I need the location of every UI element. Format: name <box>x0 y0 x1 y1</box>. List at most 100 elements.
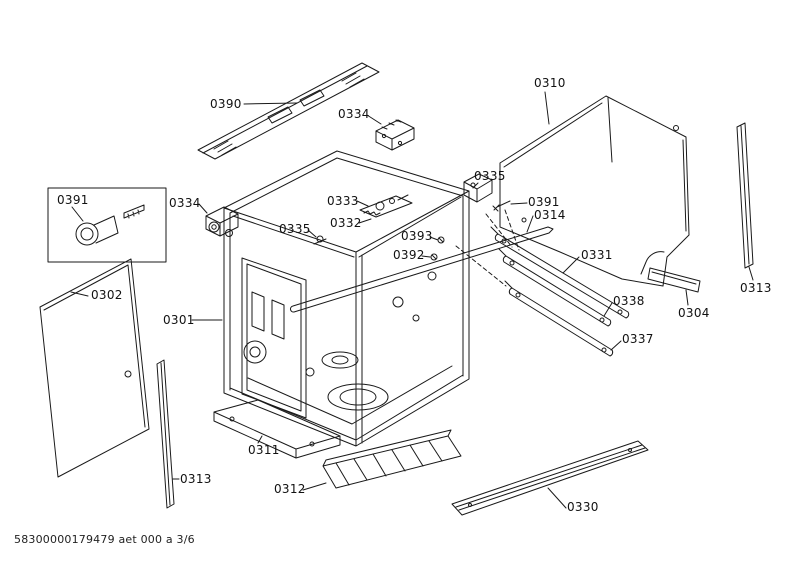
part-label-0391-right: 0391 <box>528 195 560 209</box>
part-label-0337: 0337 <box>622 332 654 346</box>
rail-end-hole <box>617 309 623 315</box>
part-0331-rail <box>494 233 630 319</box>
part-0302-outline <box>39 258 150 478</box>
part-0392-slot <box>431 254 437 260</box>
part-0330-drawing <box>451 440 649 516</box>
part-0334-top-hole <box>381 133 387 139</box>
part-label-0393: 0393 <box>401 229 433 243</box>
rail-end-hole <box>501 238 507 244</box>
part-label-0334-top: 0334 <box>338 107 370 121</box>
valve-screw <box>123 204 145 219</box>
part-0311-foot <box>229 416 235 422</box>
part-label-0330: 0330 <box>567 500 599 514</box>
tub-sump-outer <box>327 383 389 411</box>
valve-body-inner <box>80 227 94 241</box>
bushing-inner <box>211 224 217 230</box>
document-number: 58300000179479 aet 000 a 3/6 <box>14 533 195 546</box>
mechanism-hole <box>389 198 395 204</box>
tub-spray-mount-inner <box>331 355 349 365</box>
clip-hole <box>316 235 324 243</box>
part-0304-drawing <box>647 267 701 293</box>
part-0390-slots <box>267 89 325 124</box>
tub-floor-edge <box>247 365 453 425</box>
assembly-guide-dashes <box>455 209 520 287</box>
leader-lines <box>70 91 754 509</box>
tub-hole <box>427 271 437 281</box>
tub-spray-mount-outer <box>321 351 359 369</box>
part-label-0310: 0310 <box>534 76 566 90</box>
part-0313-right-outline <box>736 122 754 269</box>
part-label-0333: 0333 <box>327 194 359 208</box>
part-label-0391-inset: 0391 <box>57 193 89 207</box>
part-label-0338: 0338 <box>613 294 645 308</box>
part-0330-hole <box>468 503 472 507</box>
part-0330-hole <box>628 448 632 452</box>
tub-hole <box>412 314 420 322</box>
part-label-0311: 0311 <box>248 443 280 457</box>
part-0301-drawing <box>241 257 307 419</box>
part-0313-left-outline <box>156 359 175 509</box>
tub-hole <box>305 367 315 377</box>
part-label-0301: 0301 <box>163 313 195 327</box>
rail-end-hole <box>515 292 521 298</box>
rail-end-hole <box>599 317 605 323</box>
part-0392-screw <box>430 253 438 261</box>
part-label-0332: 0332 <box>330 216 362 230</box>
part-0301-drain-hole-inner <box>249 346 261 358</box>
part-0311-foot <box>309 441 315 447</box>
part-0302-drawing <box>39 258 150 478</box>
part-0333-0332-drawing <box>359 194 413 218</box>
part-0313-right-drawing <box>736 122 754 269</box>
part-label-0304: 0304 <box>678 306 710 320</box>
mechanism-plate <box>359 194 413 218</box>
part-0313-left-drawing <box>156 359 175 509</box>
tub-sump-inner <box>339 388 377 406</box>
part-label-0312: 0312 <box>274 482 306 496</box>
rail-hooks <box>490 226 513 289</box>
part-0314-drawing <box>289 226 554 313</box>
mechanism-hole <box>375 201 385 211</box>
part-0334-top-hole <box>397 140 403 146</box>
part-label-0314: 0314 <box>534 208 566 222</box>
tub-inner-frame <box>229 157 464 444</box>
part-0335-mid-drawing <box>313 235 327 245</box>
part-label-0392: 0392 <box>393 248 425 262</box>
tub-drawing <box>223 150 470 447</box>
valve-neck <box>93 215 119 244</box>
part-0310-hole <box>521 217 527 223</box>
bushing <box>225 229 233 237</box>
bushing <box>208 221 220 233</box>
part-label-0313-left: 0313 <box>180 472 212 486</box>
part-0393-slot <box>438 237 444 243</box>
part-0310-hole <box>673 125 679 131</box>
bracket-outline <box>205 206 239 237</box>
part-label-0313-right: 0313 <box>740 281 772 295</box>
part-label-0390: 0390 <box>210 97 242 111</box>
part-0330-outline <box>451 440 649 516</box>
rail-end-hole <box>601 347 607 353</box>
part-0391-right-screw <box>492 200 511 212</box>
part-0390-hatch <box>213 72 365 156</box>
part-0312-drawing <box>322 429 462 489</box>
part-0302-hole <box>124 370 132 378</box>
part-0312-ribs <box>335 440 443 486</box>
tub-hole <box>392 296 404 308</box>
tub-outer-frame <box>223 150 470 447</box>
part-0301-drain-hole <box>243 340 267 364</box>
part-0310-folds <box>503 97 687 275</box>
part-0311-outline <box>213 399 341 459</box>
inset-box-border <box>47 187 167 263</box>
part-0338-rail <box>502 255 612 327</box>
valve-body-outer <box>75 222 99 246</box>
part-label-0331: 0331 <box>581 248 613 262</box>
part-0390-outline <box>197 62 380 160</box>
part-label-0335-mid: 0335 <box>279 222 311 236</box>
part-label-0335-top: 0335 <box>474 169 506 183</box>
part-0335-top-right-drawing <box>463 173 493 203</box>
part-0334-left-drawing <box>205 206 239 237</box>
tube-lines <box>289 226 554 313</box>
part-0301-outline <box>241 257 307 419</box>
part-0334-top-drawing <box>375 119 415 151</box>
